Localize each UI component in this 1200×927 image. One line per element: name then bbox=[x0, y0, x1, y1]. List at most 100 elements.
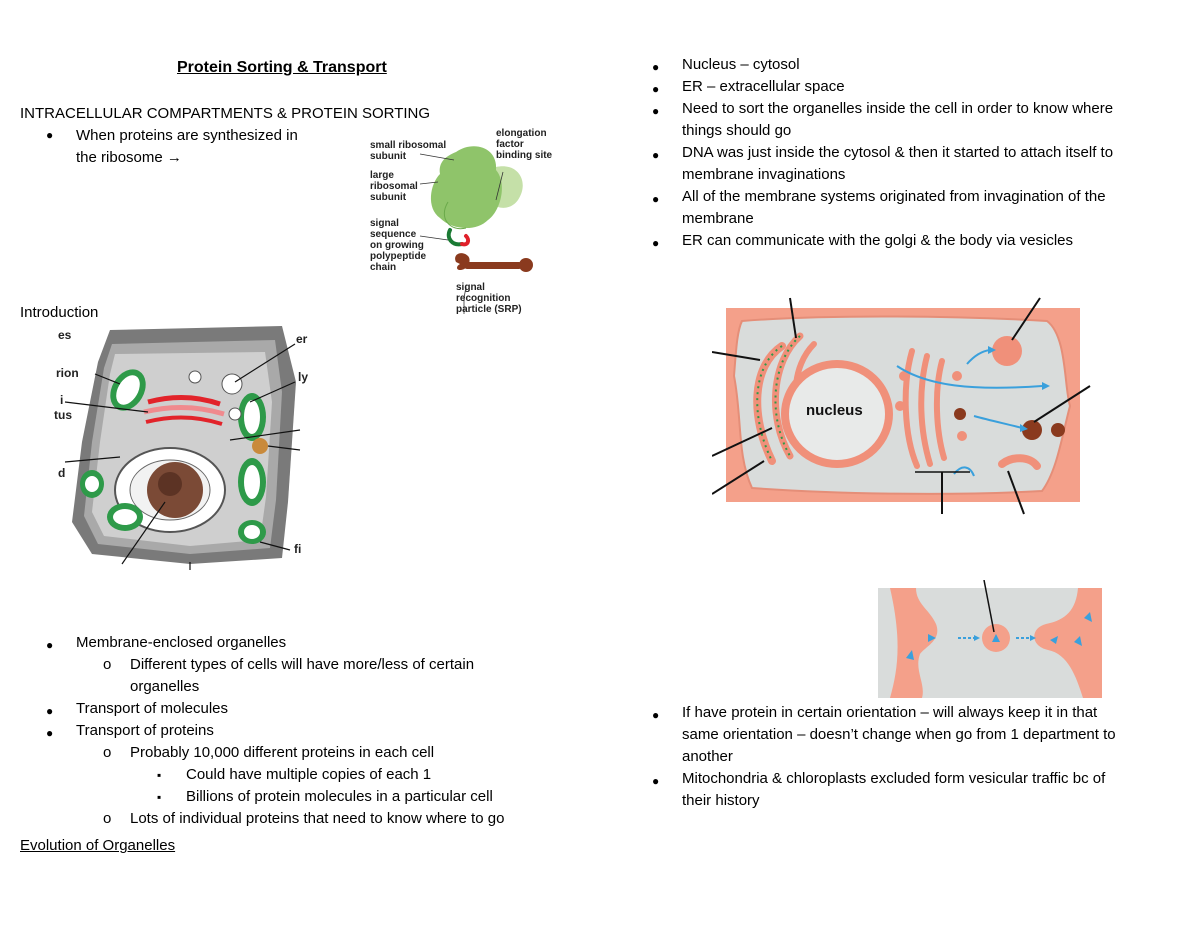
cell-figure: es rion i tus d er ly fi bbox=[20, 322, 310, 572]
list-item: membrane invaginations bbox=[620, 164, 1180, 186]
list-item: ● All of the membrane systems originated… bbox=[620, 186, 1180, 208]
list-item: organelles bbox=[20, 676, 580, 698]
ribosome-diagram bbox=[419, 146, 533, 314]
list-item-text: Could have multiple copies of each 1 bbox=[186, 766, 432, 783]
list-item-text: If have protein in certain orientation –… bbox=[682, 704, 1098, 721]
list-item-text: same orientation – doesn’t change when g… bbox=[682, 726, 1116, 743]
list-item: o Probably 10,000 different proteins in … bbox=[20, 742, 580, 764]
list-item-text: things should go bbox=[682, 122, 792, 139]
list-item: o Different types of cells will have mor… bbox=[20, 654, 580, 676]
bullet-marker: ● bbox=[652, 708, 660, 722]
list-item-text: All of the membrane systems originated f… bbox=[682, 188, 1106, 205]
list-item-text: Lots of individual proteins that need to… bbox=[130, 810, 505, 827]
vesicle-transport-diagram bbox=[878, 579, 1102, 698]
list-item: ● Transport of proteins bbox=[20, 720, 580, 742]
list-item: ● ER – extracellular space bbox=[620, 76, 1180, 98]
label-line: small ribosomal bbox=[370, 140, 447, 151]
list-item: ● Need to sort the organelles inside the… bbox=[620, 98, 1180, 120]
bullet-marker: ● bbox=[46, 638, 54, 652]
list-item: ● ER can communicate with the golgi & th… bbox=[620, 230, 1180, 252]
bullet-text-line2: the ribosome → bbox=[76, 149, 182, 166]
large-subunit-label: large ribosomal subunit bbox=[370, 170, 418, 203]
list-item-text: Transport of proteins bbox=[76, 722, 214, 739]
section-heading: INTRACELLULAR COMPARTMENTS & PROTEIN SOR… bbox=[20, 105, 431, 122]
list-item-text: another bbox=[682, 748, 733, 765]
left-bullet-list: ● Membrane-enclosed organelles o Differe… bbox=[20, 632, 580, 830]
small-subunit-label: small ribosomal subunit bbox=[370, 140, 446, 162]
list-item-text: DNA was just inside the cytosol & then i… bbox=[682, 144, 1114, 161]
right-top-list: ● Nucleus – cytosol ● ER – extracellular… bbox=[620, 54, 1180, 252]
label-line: recognition bbox=[456, 293, 511, 304]
endomembrane-figure: nucleus bbox=[711, 296, 1092, 516]
cell-label-ly: ly bbox=[298, 370, 309, 384]
vesicle-figure bbox=[878, 579, 1102, 698]
introduction-heading: Introduction bbox=[20, 304, 99, 321]
list-item: their history bbox=[620, 790, 1190, 812]
cell-label-tus: tus bbox=[54, 408, 72, 422]
list-item: ● If have protein in certain orientation… bbox=[620, 702, 1190, 724]
srp-label: signal recognition particle (SRP) bbox=[456, 282, 522, 315]
label-line: signal bbox=[370, 218, 399, 229]
cell-label-d: d bbox=[58, 466, 66, 480]
bullet-marker: ● bbox=[652, 192, 660, 206]
bullet-marker: ● bbox=[652, 82, 660, 96]
bullet-marker: ● bbox=[652, 60, 660, 74]
list-item: ● Transport of molecules bbox=[20, 698, 580, 720]
label-line: ribosomal bbox=[370, 181, 418, 192]
bullet-marker: ▪ bbox=[157, 768, 162, 782]
list-item: membrane bbox=[620, 208, 1180, 230]
list-item-text: Nucleus – cytosol bbox=[682, 56, 800, 73]
list-item: ● Nucleus – cytosol bbox=[620, 54, 1180, 76]
signal-sequence-label: signal sequence on growing polypeptide c… bbox=[370, 218, 426, 273]
list-item-text: ER – extracellular space bbox=[682, 78, 845, 95]
label-line: elongation bbox=[496, 128, 547, 139]
label-line: binding site bbox=[496, 150, 553, 161]
cell-label-fi: fi bbox=[294, 542, 302, 556]
elongation-label: elongation factor binding site bbox=[496, 128, 552, 161]
bullet-marker: ● bbox=[652, 104, 660, 118]
list-item-text: Billions of protein molecules in a parti… bbox=[186, 788, 493, 805]
list-item-text: their history bbox=[682, 792, 760, 809]
list-item-text: Probably 10,000 different proteins in ea… bbox=[130, 744, 435, 761]
list-item: ▪ Billions of protein molecules in a par… bbox=[20, 786, 580, 808]
list-item: ● Mitochondria & chloroplasts excluded f… bbox=[620, 768, 1190, 790]
bullet-marker: ● bbox=[652, 148, 660, 162]
list-item: things should go bbox=[620, 120, 1180, 142]
list-item: ● DNA was just inside the cytosol & then… bbox=[620, 142, 1180, 164]
list-item-text: organelles bbox=[130, 678, 200, 695]
bullet-marker: ● bbox=[652, 774, 660, 788]
label-line: large bbox=[370, 170, 394, 181]
label-line: particle (SRP) bbox=[456, 304, 522, 315]
label-line: signal bbox=[456, 282, 485, 293]
cell-label-i: i bbox=[60, 393, 64, 407]
bullet-marker: o bbox=[103, 656, 112, 673]
label-line: sequence bbox=[370, 229, 417, 240]
bullet-marker: ● bbox=[46, 726, 54, 740]
nucleus-label: nucleus bbox=[806, 402, 863, 419]
ribosome-figure: small ribosomal subunit large ribosomal … bbox=[368, 122, 558, 322]
endomembrane-diagram bbox=[711, 297, 1091, 515]
list-item-text: Transport of molecules bbox=[76, 700, 229, 717]
list-item-text: Membrane-enclosed organelles bbox=[76, 634, 287, 651]
right-bottom-list: ● If have protein in certain orientation… bbox=[620, 702, 1190, 812]
label-line: factor bbox=[496, 139, 524, 150]
list-item: ▪ Could have multiple copies of each 1 bbox=[20, 764, 580, 786]
bullet-marker: ● bbox=[46, 704, 54, 718]
page-title: Protein Sorting & Transport bbox=[177, 59, 387, 76]
cell-label-rion: rion bbox=[56, 366, 79, 380]
label-line: chain bbox=[370, 262, 397, 273]
label-line: on growing bbox=[370, 240, 424, 251]
label-line: polypeptide bbox=[370, 251, 427, 262]
list-item: ● Membrane-enclosed organelles bbox=[20, 632, 580, 654]
bullet-marker: o bbox=[103, 810, 112, 827]
bullet-marker: ● bbox=[46, 128, 54, 142]
bullet-marker: o bbox=[103, 744, 112, 761]
list-item-text: Mitochondria & chloroplasts excluded for… bbox=[682, 770, 1106, 787]
animal-cell-diagram bbox=[64, 326, 301, 570]
list-item: another bbox=[620, 746, 1190, 768]
bullet-marker: ▪ bbox=[157, 790, 162, 804]
bullet-marker: ● bbox=[652, 236, 660, 250]
list-item: same orientation – doesn’t change when g… bbox=[620, 724, 1190, 746]
evolution-heading: Evolution of Organelles bbox=[20, 837, 176, 854]
list-item: o Lots of individual proteins that need … bbox=[20, 808, 580, 830]
